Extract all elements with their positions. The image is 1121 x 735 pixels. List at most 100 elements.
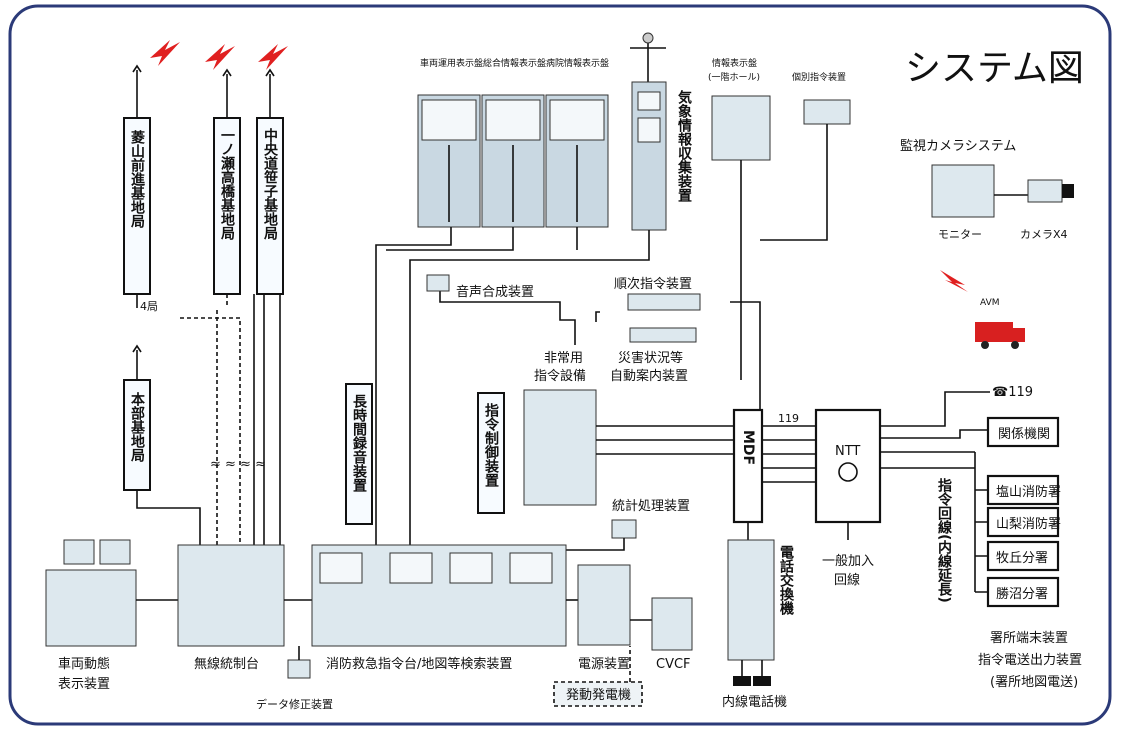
vehicle-dyn-label-1: 車両動態 [58,656,110,672]
stats-line [559,538,625,551]
info-board [711,95,771,161]
camera-monitor [931,164,995,218]
main-lines [375,124,828,545]
line-119-label: 119 [778,412,799,425]
general-line-label-1: 一般加入 [822,553,874,569]
power-label: 電源装置 [578,657,630,672]
cvcf-label: CVCF [656,657,691,672]
command-control-label: 指令制御装置 [483,402,500,488]
station-label-2: 山梨消防署 [996,516,1061,532]
station-box-4 [986,576,1060,608]
station-label-4: 勝沼分署 [996,587,1048,602]
terminal-label-2: 指令電送出力装置 [978,653,1082,668]
camera-icon [1027,179,1063,203]
stats-terminal [611,519,637,539]
stats-label: 統計処理装置 [612,498,690,514]
station-box-1 [986,474,1060,506]
long-recorder-label: 長時間録音装置 [351,394,368,493]
console-screen-1 [319,552,363,584]
console-screen-4 [509,552,553,584]
weather-unit [630,32,667,231]
avm-label: AVM [980,298,1000,308]
individual-label: 個別指令装置 [792,71,846,83]
antenna-lines [132,64,275,380]
monitor-label: モニター [938,228,982,241]
station-lines [974,452,988,593]
ext-phone-label: 内線電話機 [722,694,787,710]
station-count-label: 4局 [140,300,158,313]
phone-exchange [727,539,775,661]
vehicle-dynamics-unit [45,539,137,647]
fire-truck-icon [975,322,1025,349]
station-label-1: 塩山消防署 [996,484,1061,500]
base-station-sasago [256,117,284,295]
ext-phone-icons [733,660,771,686]
station-label-3: 牧丘分署 [996,551,1048,566]
emergency-label-1: 非常用 [544,351,583,366]
sequential-label: 順次指令装置 [614,276,692,292]
radio-connections: ≈ ≈ ≈ ≈ [136,294,281,545]
base-station-sasago-label: 中央道笹子基地局 [262,127,279,241]
display-panels [417,94,609,228]
console-screen-3 [449,552,493,584]
mdf-lines [596,391,990,540]
svg-text:≈ ≈ ≈ ≈: ≈ ≈ ≈ ≈ [210,457,266,472]
radio-control-console [177,544,285,647]
sequential-command-unit [627,293,701,311]
individual-command-unit [803,99,851,125]
base-station-hq-label: 本部基地局 [129,391,145,463]
mdf-box [732,408,764,524]
info-board-sub: (一階ホール) [708,72,760,83]
data-fix-terminal [287,659,311,679]
main-console-label: 消防救急指令台/地図等検索装置 [326,656,512,672]
hospital-display-label: 病院情報表示盤 [546,57,609,69]
command-control-device [477,392,505,514]
terminal-label-3: (署所地図電送) [990,675,1078,690]
related-agencies-label: 関係機関 [998,427,1050,442]
generator-box [553,681,643,707]
console-screen-2 [389,552,433,584]
mdf-label: MDF [740,430,756,465]
phone-exchange-label: 電話交換機 [778,544,794,616]
base-station-ichinose-label: 一ノ瀬高橋基地局 [219,128,235,241]
base-station-hishiyama-label: 菱山前進基地局 [129,129,145,229]
disaster-label-2: 自動案内装置 [610,368,688,384]
vehicle-dyn-label-2: 表示装置 [58,677,110,692]
avm-lightning-icon [940,270,968,292]
base-station-hishiyama [123,117,151,295]
ntt-phone-icon [838,462,858,482]
cvcf-unit [651,597,693,651]
command-line-label: 指令回線(内線延長) [936,477,953,602]
related-agencies-box [986,416,1060,448]
lightning-icons [150,40,288,70]
vehicle-display-label: 車両運用表示盤 [420,57,483,69]
power-supply [577,564,631,646]
weather-label: 気象情報収集装置 [676,89,693,203]
disaster-label-1: 災害状況等 [618,350,683,366]
general-display-label: 総合情報表示盤 [483,57,546,69]
tel-119-label: ☎119 [992,385,1033,400]
ntt-box [814,408,882,524]
generator-label: 発動発電機 [566,688,631,703]
data-fix-label: データ修正装置 [256,697,333,711]
station-box-2 [986,506,1060,538]
diagram-frame [8,4,1112,726]
radio-control-label: 無線統制台 [194,656,259,672]
diagram-title: システム図 [905,48,1084,89]
long-recorder [345,383,373,525]
emergency-label-2: 指令設備 [534,368,586,384]
voice-synth-label: 音声合成装置 [456,284,534,300]
base-station-hq [123,379,151,491]
camera-lens-icon [1062,184,1074,198]
ntt-label: NTT [835,444,860,459]
camera-system-label: 監視カメラシステム [900,138,1016,154]
general-line-label-2: 回線 [834,572,860,588]
disaster-guide-unit [629,327,697,343]
voice-synth-terminal [426,274,450,292]
info-board-label: 情報表示盤 [712,57,757,69]
station-box-3 [986,540,1060,572]
terminal-label-1: 署所端末装置 [990,631,1068,646]
emergency-command-unit [523,389,597,506]
cameras-label: カメラX4 [1020,228,1068,241]
